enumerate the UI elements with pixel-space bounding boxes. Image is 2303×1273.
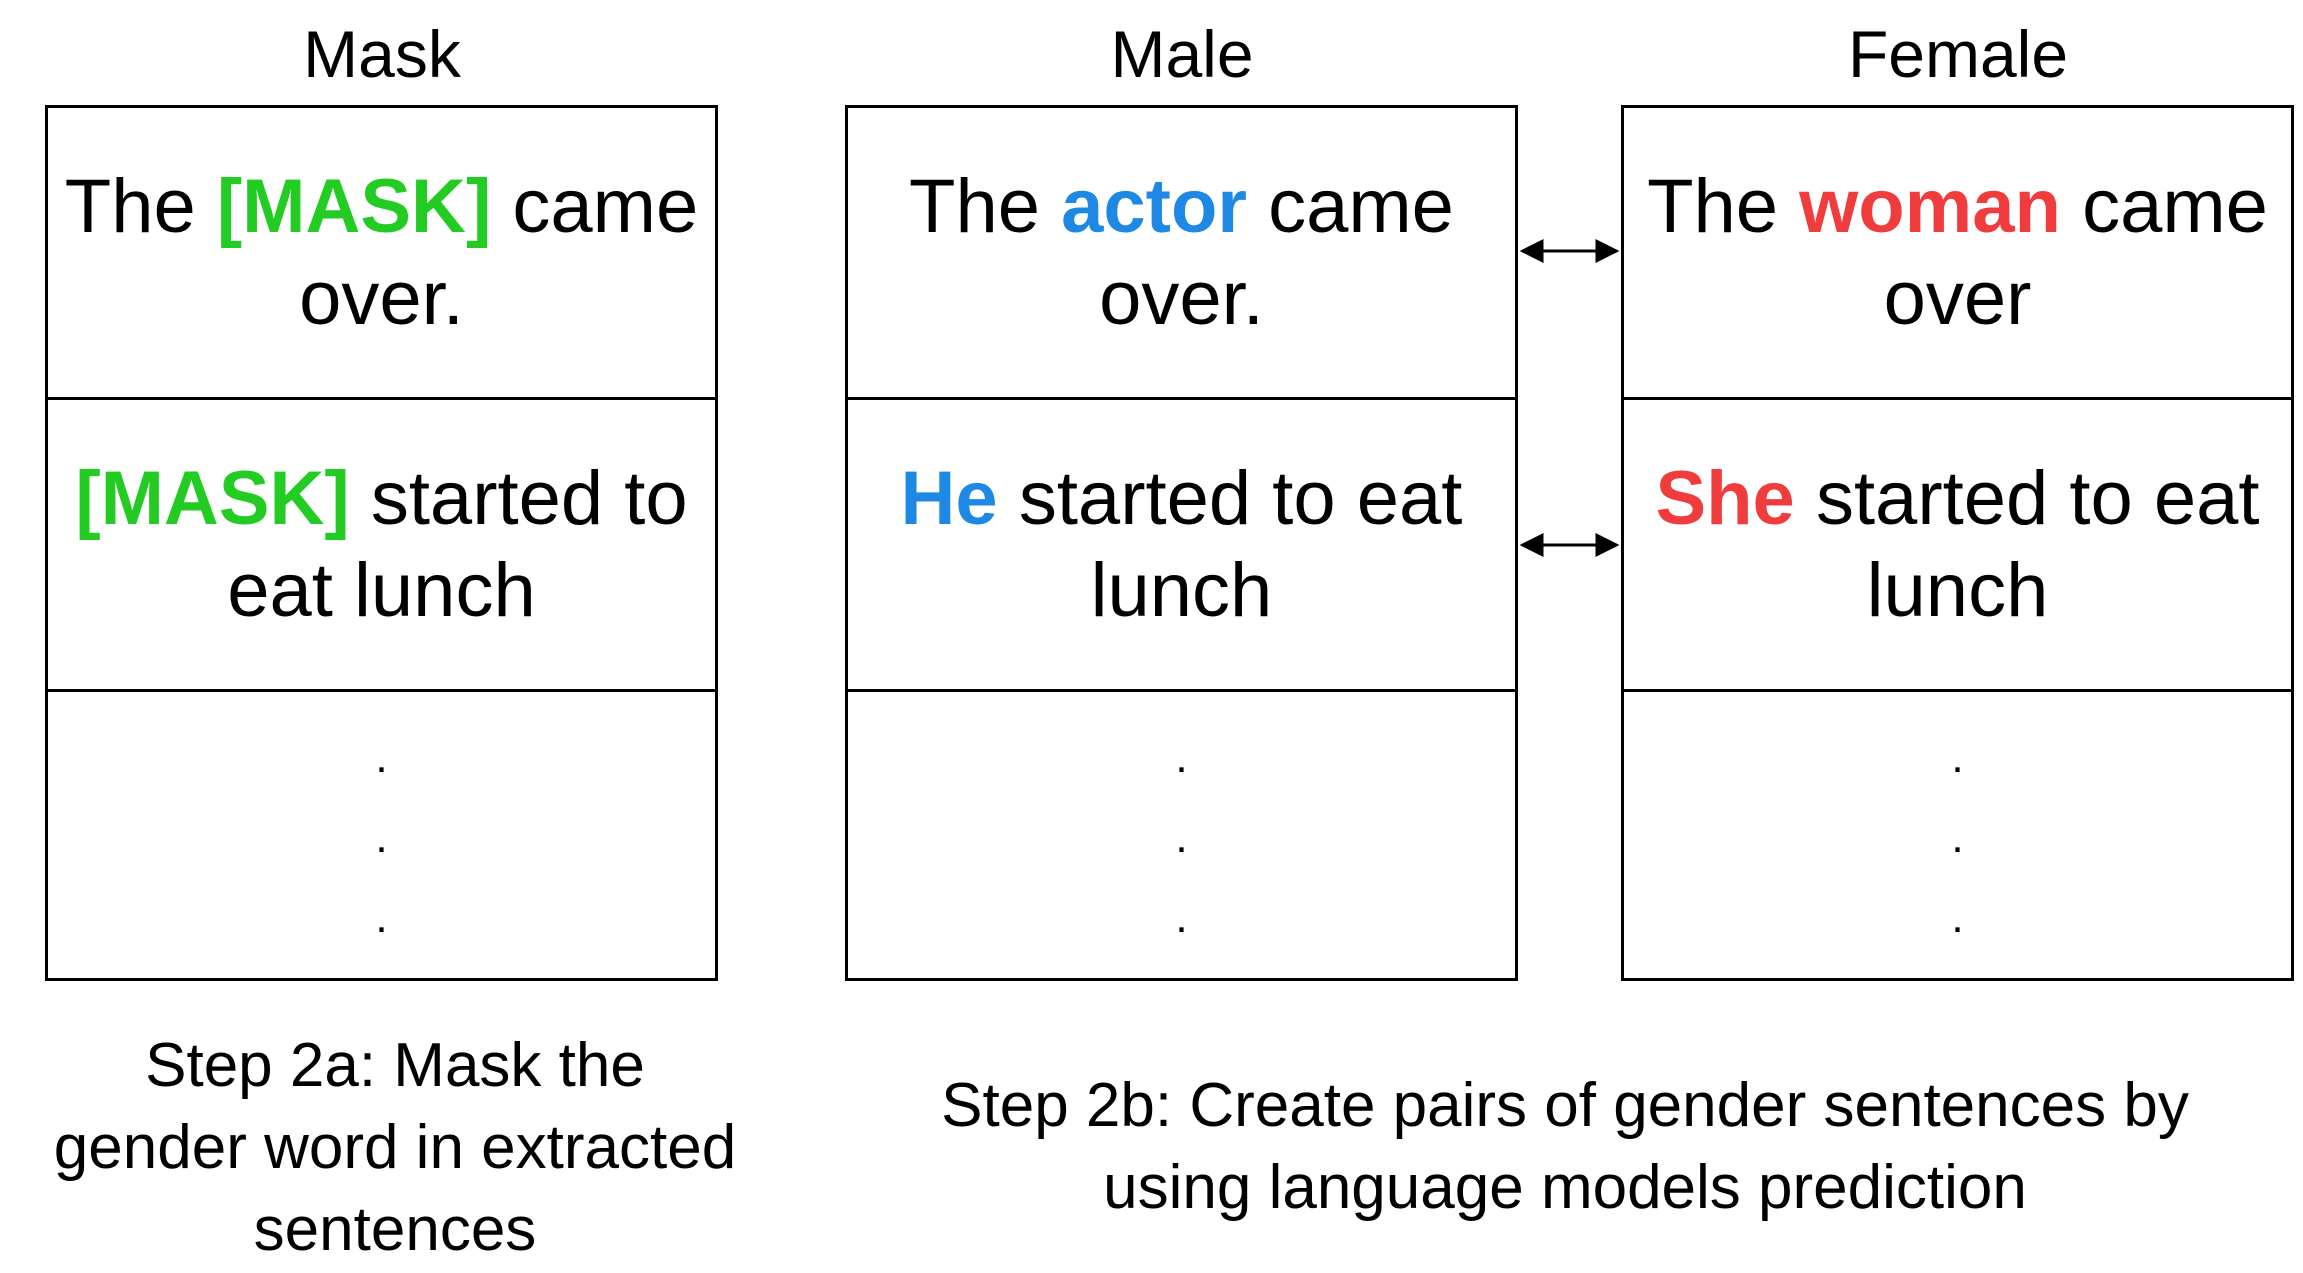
female-sentence: She started to eat lunch bbox=[1655, 455, 2260, 633]
male-column-title: Male bbox=[1110, 17, 1254, 91]
mask-sentence: The [MASK] came over. bbox=[64, 163, 699, 341]
male-gender-word: He bbox=[900, 455, 998, 541]
male-sentence: The actor came over. bbox=[909, 163, 1454, 341]
female-sentence-cell: She started to eat lunch bbox=[1624, 400, 2291, 692]
mask-sentence-cell: The [MASK] came over. bbox=[48, 108, 715, 400]
ellipsis-cell: . . . bbox=[48, 692, 715, 984]
male-sentence: He started to eat lunch bbox=[900, 455, 1463, 633]
step-2a-caption: Step 2a: Mask the gender word in extract… bbox=[53, 1031, 737, 1264]
vertical-ellipsis: . . . bbox=[1951, 733, 1964, 942]
female-gender-word: She bbox=[1655, 455, 1795, 541]
male-sentence-table: The actor came over. He started to eat l… bbox=[845, 105, 1518, 981]
mask-sentence-table: The [MASK] came over. [MASK] started to … bbox=[45, 105, 718, 981]
male-sentence-cell: The actor came over. bbox=[848, 108, 1515, 400]
vertical-ellipsis: . . . bbox=[375, 733, 388, 942]
female-sentence: The woman came over bbox=[1647, 163, 2268, 341]
ellipsis-cell: . . . bbox=[1624, 692, 2291, 984]
male-sentence-cell: He started to eat lunch bbox=[848, 400, 1515, 692]
female-column-title: Female bbox=[1847, 17, 2069, 91]
female-gender-word: woman bbox=[1799, 163, 2061, 249]
female-sentence-cell: The woman came over bbox=[1624, 108, 2291, 400]
female-sentence-table: The woman came over She started to eat l… bbox=[1621, 105, 2294, 981]
male-gender-word: actor bbox=[1061, 163, 1247, 249]
mask-sentence-cell: [MASK] started to eat lunch bbox=[48, 400, 715, 692]
step-2b-caption: Step 2b: Create pairs of gender sentence… bbox=[941, 1071, 2189, 1222]
vertical-ellipsis: . . . bbox=[1175, 733, 1188, 942]
mask-token: [MASK] bbox=[75, 455, 350, 541]
mask-column-title: Mask bbox=[303, 17, 461, 91]
ellipsis-cell: . . . bbox=[848, 692, 1515, 984]
mask-token: [MASK] bbox=[216, 163, 492, 249]
mask-sentence: [MASK] started to eat lunch bbox=[75, 455, 688, 633]
